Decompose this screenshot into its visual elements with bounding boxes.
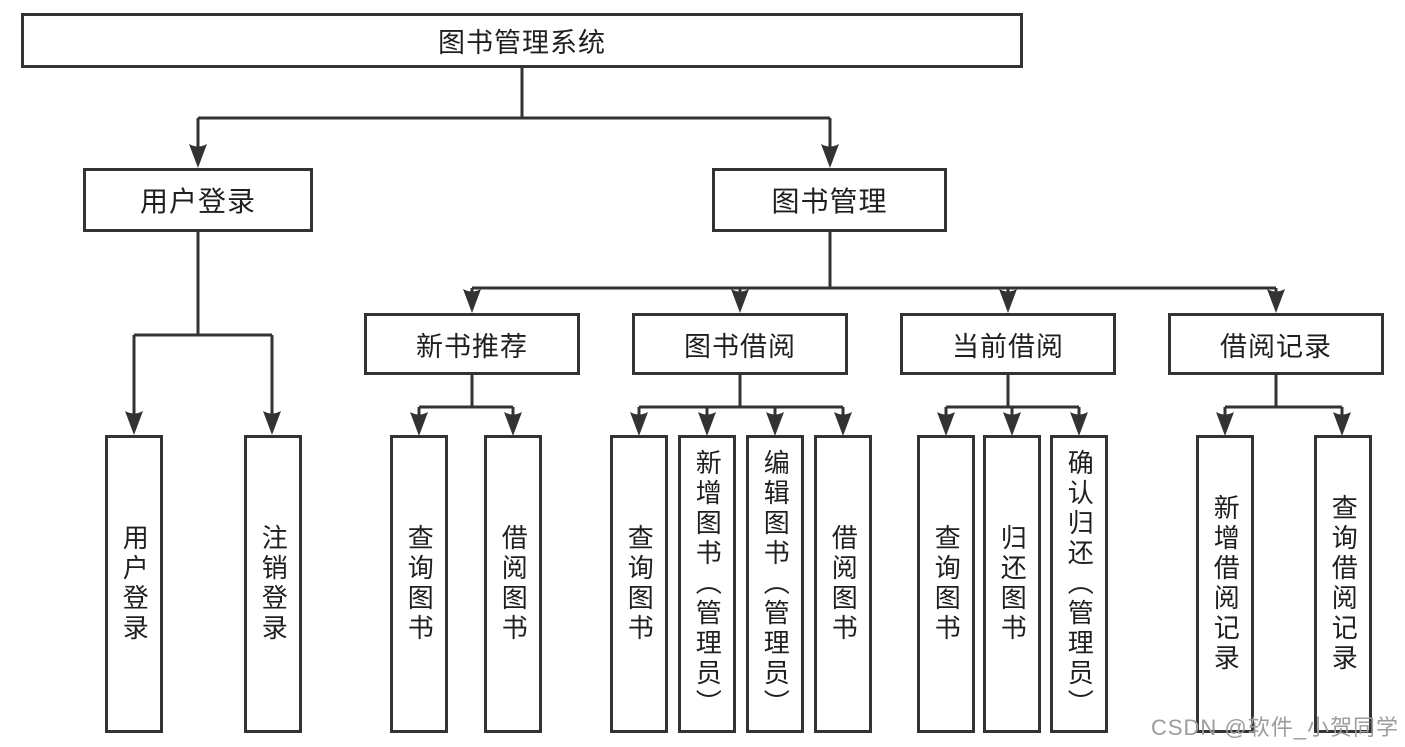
node-leaf-borrow-books: 借阅图书 bbox=[814, 435, 872, 733]
arrowhead-icon bbox=[504, 412, 522, 436]
arrowhead-icon bbox=[263, 411, 281, 435]
arrowhead-icon bbox=[1267, 289, 1285, 313]
node-root: 图书管理系统 bbox=[21, 13, 1023, 68]
node-label: 用户登录 bbox=[139, 186, 256, 217]
arrowhead-icon bbox=[1216, 412, 1234, 436]
node-leaf-query-books: 查询图书 bbox=[610, 435, 668, 733]
node-borrow-records: 借阅记录 bbox=[1168, 313, 1384, 375]
node-leaf-confirm-return-admin: 确认归还（管理员） bbox=[1050, 435, 1108, 733]
node-label: 借阅图书 bbox=[828, 524, 859, 644]
node-label: 查询借阅记录 bbox=[1328, 494, 1359, 674]
node-label: 新增借阅记录 bbox=[1210, 494, 1241, 674]
node-label: 借阅记录 bbox=[1220, 331, 1332, 362]
node-leaf-add-books-admin: 新增图书（管理员） bbox=[678, 435, 736, 733]
arrowhead-icon bbox=[630, 412, 648, 436]
node-book-management: 图书管理 bbox=[712, 168, 947, 232]
node-leaf-return-books: 归还图书 bbox=[983, 435, 1041, 733]
arrowhead-icon bbox=[937, 412, 955, 436]
arrowhead-icon bbox=[766, 412, 784, 436]
node-label: 查询图书 bbox=[931, 524, 962, 644]
node-label: 图书管理系统 bbox=[438, 28, 606, 58]
arrowhead-icon bbox=[189, 144, 207, 168]
node-label: 当前借阅 bbox=[952, 331, 1064, 362]
node-label: 查询图书 bbox=[624, 524, 655, 644]
node-label: 借阅图书 bbox=[498, 524, 529, 644]
csdn-watermark: CSDN @软件_小贺同学 bbox=[1150, 715, 1399, 740]
arrowhead-icon bbox=[731, 289, 749, 313]
node-label: 编辑图书（管理员） bbox=[760, 449, 791, 719]
arrowhead-icon bbox=[999, 289, 1017, 313]
arrowhead-icon bbox=[125, 411, 143, 435]
node-label: 图书借阅 bbox=[684, 331, 796, 362]
node-user-login: 用户登录 bbox=[83, 168, 313, 232]
node-new-book-recommend: 新书推荐 bbox=[364, 313, 580, 375]
arrowhead-icon bbox=[1003, 412, 1021, 436]
arrowhead-icon bbox=[834, 412, 852, 436]
node-leaf-query-books: 查询图书 bbox=[917, 435, 975, 733]
node-label: 新书推荐 bbox=[416, 331, 528, 362]
node-label: 图书管理 bbox=[771, 186, 888, 217]
node-label: 查询图书 bbox=[404, 524, 435, 644]
node-current-borrow: 当前借阅 bbox=[900, 313, 1116, 375]
node-label: 用户登录 bbox=[119, 524, 150, 644]
node-leaf-add-borrow-record: 新增借阅记录 bbox=[1196, 435, 1254, 733]
node-label: 确认归还（管理员） bbox=[1064, 449, 1095, 719]
node-label: 归还图书 bbox=[997, 524, 1028, 644]
arrowhead-icon bbox=[1070, 412, 1088, 436]
arrowhead-icon bbox=[410, 412, 428, 436]
node-label: 新增图书（管理员） bbox=[692, 449, 723, 719]
node-leaf-edit-books-admin: 编辑图书（管理员） bbox=[746, 435, 804, 733]
arrowhead-icon bbox=[698, 412, 716, 436]
node-leaf-query-books: 查询图书 bbox=[390, 435, 448, 733]
node-label: 注销登录 bbox=[258, 524, 289, 644]
node-book-borrow: 图书借阅 bbox=[632, 313, 848, 375]
node-leaf-borrow-books: 借阅图书 bbox=[484, 435, 542, 733]
arrowhead-icon bbox=[821, 144, 839, 168]
node-leaf-user-login: 用户登录 bbox=[105, 435, 163, 733]
node-leaf-query-borrow-record: 查询借阅记录 bbox=[1314, 435, 1372, 733]
arrowhead-icon bbox=[1333, 412, 1351, 436]
arrowhead-icon bbox=[463, 289, 481, 313]
node-leaf-logout: 注销登录 bbox=[244, 435, 302, 733]
